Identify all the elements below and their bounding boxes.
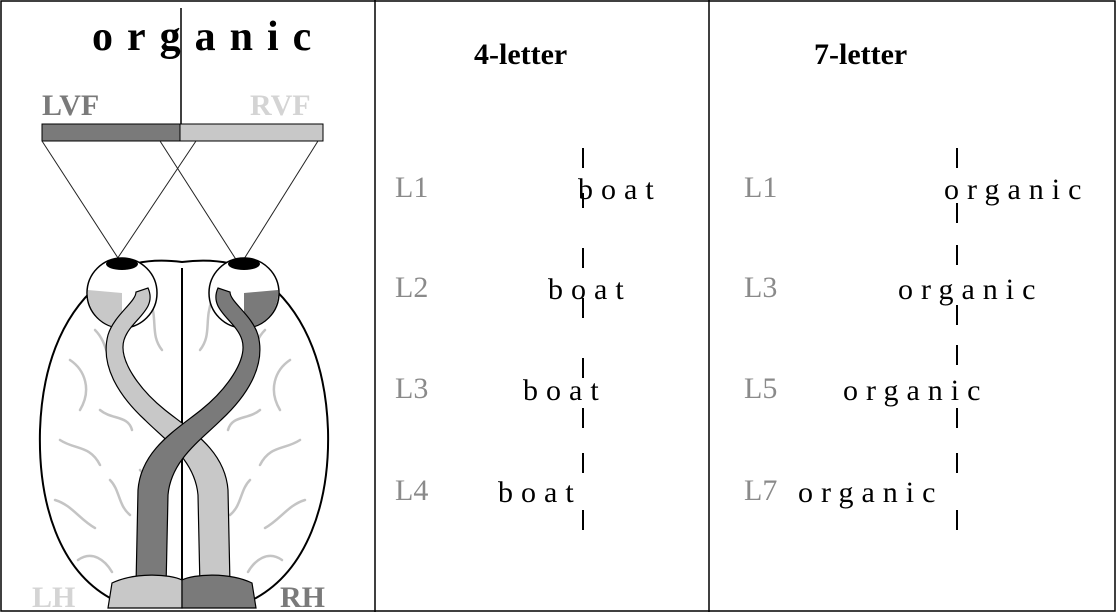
word-7-3: organic: [843, 376, 988, 406]
row-label-7-3: L5: [744, 374, 777, 404]
word-4-1: boat: [578, 175, 662, 205]
row-label-7-4: L7: [744, 476, 777, 506]
row-label-4-1: L1: [395, 173, 428, 203]
word-4-2: boat: [548, 275, 632, 305]
row-label-7-1: L1: [744, 173, 777, 203]
rvf-label: RVF: [250, 91, 311, 121]
word-7-1: organic: [944, 175, 1089, 205]
word-4-3: boat: [523, 376, 607, 406]
word-7-4: organic: [798, 478, 943, 508]
lh-label: LH: [32, 583, 75, 613]
lh-occipital: [108, 575, 182, 608]
row-label-4-2: L2: [395, 273, 428, 303]
lvf-bar: [42, 124, 180, 141]
word-4-4: boat: [498, 478, 582, 508]
rh-occipital: [182, 575, 256, 608]
row-label-4-4: L4: [395, 476, 428, 506]
row-label-4-3: L3: [395, 374, 428, 404]
top-word: organic: [92, 16, 325, 58]
lvf-label: LVF: [42, 91, 99, 121]
rh-label: RH: [280, 583, 325, 613]
header-4-letter: 4-letter: [474, 40, 567, 70]
header-7-letter: 7-letter: [814, 40, 907, 70]
rvf-bar: [180, 124, 323, 141]
word-7-2: organic: [898, 275, 1043, 305]
row-label-7-2: L3: [744, 273, 777, 303]
